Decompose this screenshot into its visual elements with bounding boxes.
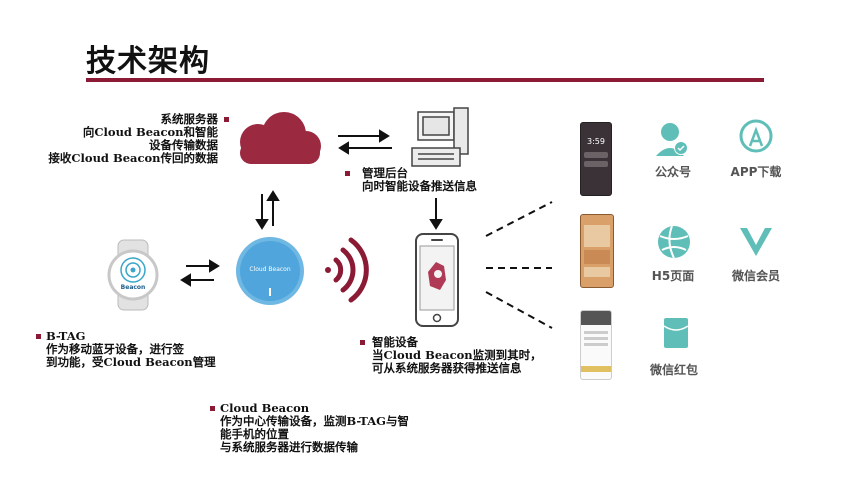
- btag-device-label: Beacon: [120, 284, 146, 291]
- beacon-description: Cloud Beacon 作为中心传输设备，监测B-TAG与智 能手机的位置 与…: [220, 401, 409, 454]
- computer-icon: [411, 107, 469, 167]
- title-underline: [86, 78, 764, 82]
- app-download-icon: [739, 119, 773, 153]
- server-admin-arrows: [338, 129, 392, 155]
- channel-label-red-packet: 微信红包: [649, 363, 698, 377]
- admin-description: 管理后台 向时智能设备推送信息: [362, 166, 477, 193]
- btag-device: [107, 239, 159, 311]
- btag-description: B-TAG 作为移动蓝牙设备，进行签 到功能，受Cloud Beacon管理: [46, 329, 216, 369]
- smart-device-description: 智能设备 当Cloud Beacon监测到其时， 可从系统服务器获得推送信息: [372, 335, 542, 375]
- wireless-signal-icon: [325, 237, 369, 303]
- server-beacon-arrows: [255, 190, 280, 230]
- btag-bullet: [36, 334, 41, 339]
- channel-connector-lines: [485, 201, 553, 329]
- channel-label-wechat-member: 微信会员: [731, 269, 780, 283]
- beacon-bullet: [210, 406, 215, 411]
- server-bullet: [224, 117, 229, 122]
- channel-label-h5-page: H5页面: [651, 269, 695, 283]
- admin-bullet: [345, 171, 350, 176]
- channel-label-official-account: 公众号: [654, 165, 691, 179]
- h5-page-icon: [658, 225, 690, 259]
- wechat-red-packet-icon: [663, 318, 689, 348]
- smart-device-bullet: [360, 340, 365, 345]
- cloud-icon: [240, 112, 321, 164]
- admin-phone-arrow: [429, 198, 443, 230]
- btag-beacon-arrows: [180, 259, 220, 287]
- beacon-device-label: Cloud Beacon: [249, 266, 291, 273]
- server-description: 系统服务器 向Cloud Beacon和智能 设备传输数据 接收Cloud Be…: [48, 112, 218, 165]
- wechat-account-icon: [656, 123, 688, 156]
- lockscreen-screenshot: 3:59: [580, 122, 612, 196]
- smartphone-icon: [415, 233, 459, 327]
- channel-label-app-download: APP下载: [730, 165, 782, 179]
- member-page-screenshot: [580, 310, 612, 380]
- h5-page-screenshot: [580, 214, 614, 288]
- page-title: 技术架构: [86, 44, 210, 79]
- wechat-member-icon: [740, 228, 772, 256]
